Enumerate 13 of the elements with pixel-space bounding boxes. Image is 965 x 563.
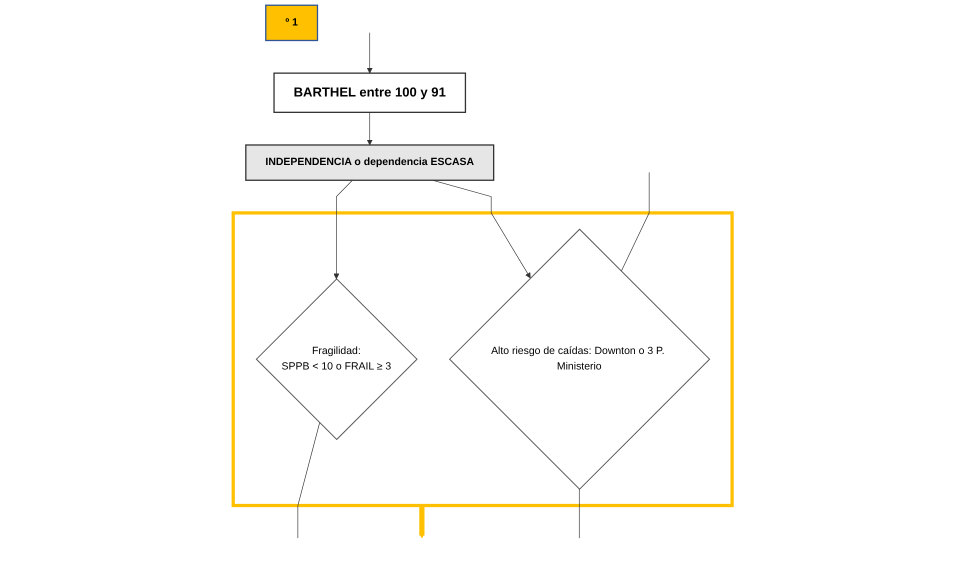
arrow [418, 506, 425, 538]
node-diamond: Alto riesgo de caídas: Downton o 3 P. Ministerio [448, 228, 710, 490]
connector [620, 172, 650, 272]
node-box: BARTHEL entre 100 y 91 [273, 72, 466, 113]
node-box: º 1 [264, 4, 318, 42]
arrow [366, 32, 372, 74]
cluster [231, 211, 734, 508]
connector [297, 422, 320, 538]
connector [578, 488, 580, 538]
node-diamond: Fragilidad: SPPB < 10 o FRAIL ≥ 3 [256, 278, 418, 440]
arrow [366, 112, 372, 146]
arrow [333, 180, 353, 280]
node-box: INDEPENDENCIA o dependencia ESCASA [245, 144, 494, 181]
